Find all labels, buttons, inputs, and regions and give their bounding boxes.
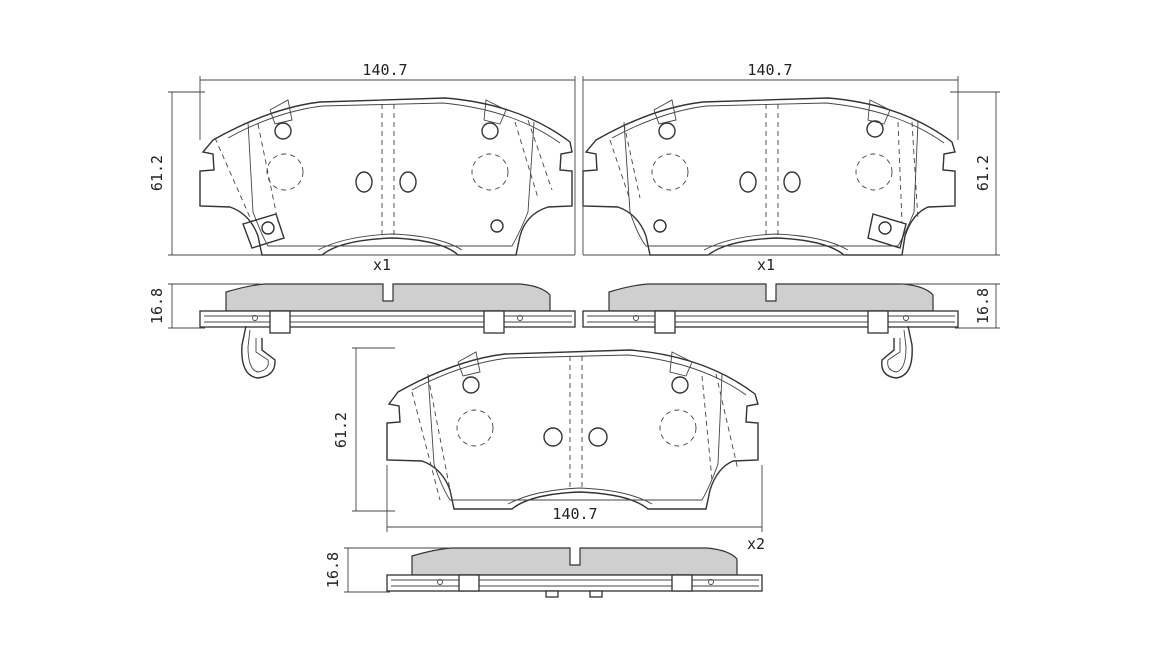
dimension-height-top-left: 61.2: [148, 155, 166, 191]
dimension-width-bottom: 140.7: [552, 505, 597, 523]
dimension-thickness-top-left: 16.8: [148, 288, 166, 324]
dimension-height-bottom: 61.2: [332, 412, 350, 448]
quantity-top-left: x1: [373, 256, 391, 274]
dimension-height-top-right: 61.2: [974, 155, 992, 191]
dimension-thickness-top-right: 16.8: [974, 288, 992, 324]
quantity-top-right: x1: [757, 256, 775, 274]
dimension-thickness-bottom: 16.8: [324, 552, 342, 588]
pad-front-view-bottom: 61.2 140.7 x2: [332, 347, 765, 553]
pad-front-view-top-right: 140.7 61.2 x1: [582, 61, 1000, 274]
pad-side-view-top-left: 16.8: [148, 283, 576, 379]
dimension-width-top-left: 140.7: [362, 61, 407, 79]
pad-side-view-bottom: 16.8: [324, 547, 763, 598]
pad-side-view-top-right: 16.8: [582, 283, 1000, 379]
dimension-width-top-right: 140.7: [747, 61, 792, 79]
pad-front-view-top-left: 140.7 61.2 x1: [148, 61, 576, 274]
quantity-bottom: x2: [747, 535, 765, 553]
